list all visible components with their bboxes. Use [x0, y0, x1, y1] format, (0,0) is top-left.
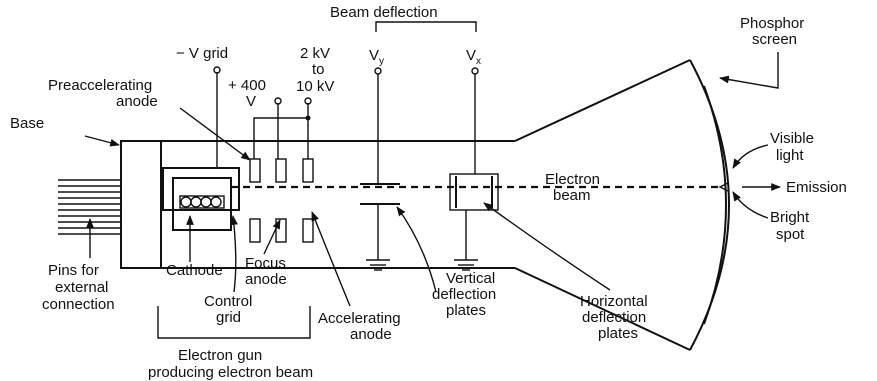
ground-symbol — [454, 259, 478, 271]
focus-label-line2: anode — [245, 271, 287, 288]
tube-base — [120, 140, 162, 269]
preaccelerating-label-line2: anode — [116, 93, 158, 110]
preaccelerating-label-line1: Preaccelerating — [48, 77, 152, 94]
beam-deflection-bracket — [375, 21, 477, 32]
light-label: light — [776, 147, 804, 164]
control-grid-label-line2: grid — [216, 309, 241, 326]
vertical-label-line3: plates — [446, 302, 486, 319]
cathode — [172, 177, 232, 231]
vertical-label-line1: Vertical — [446, 270, 495, 287]
base-label: Base — [10, 115, 44, 132]
electron-gun-label-line2: producing electron beam — [148, 364, 313, 381]
beam-deflection-label: Beam deflection — [330, 4, 438, 21]
accelerating-anode — [302, 97, 314, 243]
ground-symbol — [366, 259, 390, 271]
spot-label: spot — [776, 226, 805, 243]
vertical-label-line2: deflection — [432, 286, 496, 303]
accelerating-label-line2: anode — [350, 326, 392, 343]
bright-label: Bright — [770, 209, 810, 226]
electron-label: Electron — [545, 171, 600, 188]
leader-arrows — [84, 52, 779, 307]
phosphor-label: Phosphor — [740, 15, 804, 32]
plus-400-label: + 400 — [228, 77, 266, 94]
volt-label: V — [246, 93, 256, 110]
control-grid-label-line1: Control — [204, 293, 252, 310]
horizontal-label-line2: deflection — [582, 309, 646, 326]
vertical-deflection-plates — [360, 67, 400, 260]
horizontal-label-line1: Horizontal — [580, 293, 648, 310]
focus-anode — [274, 97, 287, 243]
pins-label-line3: connection — [42, 296, 115, 313]
screen-label: screen — [752, 31, 797, 48]
preaccelerating-anode — [249, 158, 261, 243]
neg-v-grid-label: − V grid — [176, 45, 228, 62]
horizontal-deflection-plates — [449, 67, 499, 260]
two-kv-label: 2 kV — [300, 45, 330, 62]
vx-label: Vx — [466, 47, 481, 67]
pins-label-line1: Pins for — [48, 262, 99, 279]
horizontal-label-line3: plates — [598, 325, 638, 342]
ten-kv-label: 10 kV — [296, 78, 334, 95]
vy-label: Vy — [369, 47, 384, 67]
to-label: to — [312, 61, 325, 78]
anode-bracket — [253, 115, 311, 159]
control-grid — [162, 66, 240, 211]
tube-envelope — [120, 59, 691, 351]
accelerating-label-line1: Accelerating — [318, 310, 401, 327]
beam-label: beam — [553, 187, 591, 204]
pins-label-line2: external — [55, 279, 108, 296]
electron-gun-bracket — [157, 306, 311, 339]
focus-label-line1: Focus — [245, 255, 286, 272]
cathode-label: Cathode — [166, 262, 223, 279]
phosphor-screen — [689, 59, 730, 351]
visible-label: Visible — [770, 130, 814, 147]
emission-label: Emission — [786, 179, 847, 196]
bright-spot — [718, 182, 729, 192]
electron-gun-label-line1: Electron gun — [178, 347, 262, 364]
